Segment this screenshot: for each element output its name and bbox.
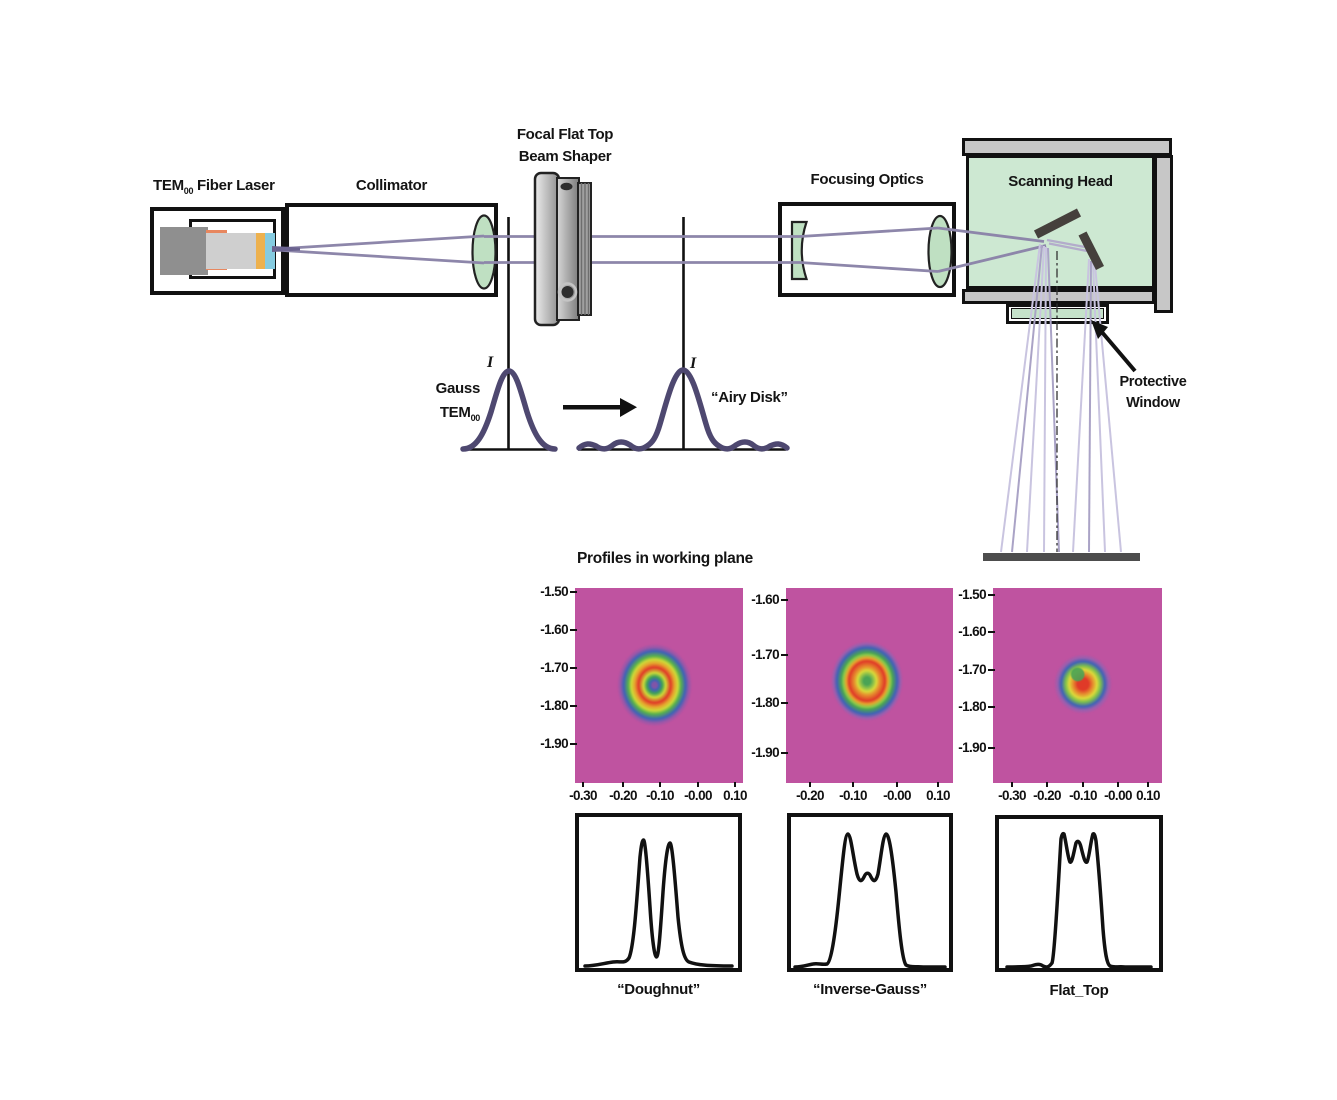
hm1-xtick: -0.30 [561,782,605,803]
protective-window-label-line1: Protective [1119,374,1187,390]
heatmap-flat-top [993,588,1162,783]
cross-section-flat-top [995,815,1163,972]
gauss-label-line2: TEM00 [420,401,481,430]
doughnut-caption: “Doughnut” [617,981,700,998]
focusing-optics-label: Focusing Optics [810,171,924,188]
hm2-ytick: -1.60 [739,592,788,607]
hm1-ytick: -1.90 [528,736,577,751]
hm1-ytick: -1.70 [528,660,577,675]
hm1-xtick: 0.10 [713,782,757,803]
gauss-label-line1: Gauss [435,380,481,397]
scanning-head-label: Scanning Head [1008,173,1113,190]
hm1-xtick: -0.00 [676,782,720,803]
doughnut-spot [616,641,697,730]
collimator-housing [285,203,498,297]
focusing-optics-housing [778,202,956,297]
convex-lens [927,214,953,289]
protective-window-label-line2: Window [1126,395,1180,412]
gauss-axis [462,217,556,451]
flat-top-caption: Flat_Top [1049,982,1109,999]
protective-window-label: Protective Window [1108,372,1198,414]
fiber-laser-block [160,227,208,275]
fiber-laser-label: TEM00 Fiber Laser [153,178,275,196]
inverse-gauss-curve [793,832,947,968]
airy-disk-label: “Airy Disk” [711,389,788,406]
fiber-laser-label-suffix: Fiber Laser [193,177,275,194]
fiber-ferrule-orange [256,233,266,269]
airy-curve [576,367,790,452]
gauss-label-tem: TEM [439,404,471,421]
heatmap-inverse-gauss [786,588,953,783]
concave-lens [790,220,809,281]
doughnut-curve [583,838,734,968]
airy-axis [578,217,786,451]
hm3-xtick: -0.00 [1096,782,1140,803]
scan-mirror-1 [1033,208,1082,239]
hm1-ytick: -1.60 [528,622,577,637]
inverse-gauss-spot [828,639,905,723]
hm1-xtick: -0.20 [601,782,645,803]
gauss-tem00-label: Gauss TEM00 [420,377,481,430]
hm1-ytick: -1.50 [528,584,577,599]
fiber-tip-blue [265,233,275,269]
fiber-laser-label-sub: 00 [183,186,194,196]
hm2-xtick: 0.10 [916,782,960,803]
flat-top-spot [1049,649,1116,718]
gauss-curve [460,368,558,452]
hm3-ytick: -1.60 [946,624,995,639]
beam-shaper-top-hole [560,182,573,191]
hm3-ytick: -1.90 [946,740,995,755]
hm2-ytick: -1.90 [739,745,788,760]
hm3-xtick: -0.20 [1025,782,1069,803]
heatmap-doughnut [575,588,743,783]
airy-intensity-axis-label: I [690,355,696,372]
fiber-laser-label-tem: TEM [153,177,184,194]
cross-section-inverse-gauss [787,813,953,972]
inter-mirror-beams [1046,238,1088,253]
beam-shaper-label-line2: Beam Shaper [518,147,612,165]
hm2-ytick: -1.70 [739,647,788,662]
scan-mirror-2 [1078,231,1105,271]
hm2-xtick: -0.00 [875,782,919,803]
profiles-title: Profiles in working plane [577,550,753,567]
hm2-xtick: -0.20 [788,782,832,803]
cross-section-doughnut [575,813,742,972]
scanning-head-top-bar [962,138,1172,156]
hm3-xtick: -0.10 [1061,782,1105,803]
hm3-ytick: -1.70 [946,662,995,677]
beam-shaper-ring [557,282,578,302]
collimator-label: Collimator [355,177,428,194]
hm3-ytick: -1.50 [946,587,995,602]
working-plane-bar [983,553,1140,561]
scanning-head-bottom-bar [962,289,1155,304]
scan-beam-fan [1000,243,1122,553]
beam-shaper-label: Focal Flat Top Beam Shaper [500,124,630,168]
hm1-ytick: -1.80 [528,698,577,713]
beam-shaper-device [533,171,592,327]
beam-shaper-bottom-hole [561,286,574,298]
gauss-intensity-axis-label: I [487,354,493,371]
fiber-body [206,233,257,269]
gauss-label-sub: 00 [470,413,481,423]
hm1-xtick: -0.10 [638,782,682,803]
hm2-xtick: -0.10 [831,782,875,803]
scanning-head-right-bar [1154,155,1173,313]
hm3-xtick: 0.10 [1126,782,1170,803]
collimator-lens [471,214,497,290]
protective-window-arrow [1091,320,1137,373]
hm2-ytick: -1.80 [739,695,788,710]
flat-top-curve [1005,831,1153,968]
fiber-exit-beam [272,246,300,252]
hm3-ytick: -1.80 [946,699,995,714]
hm3-xtick: -0.30 [990,782,1034,803]
beam-shaper-label-line1: Focal Flat Top [516,126,614,143]
inverse-gauss-caption: “Inverse-Gauss” [813,981,927,998]
transform-arrow [563,398,637,417]
